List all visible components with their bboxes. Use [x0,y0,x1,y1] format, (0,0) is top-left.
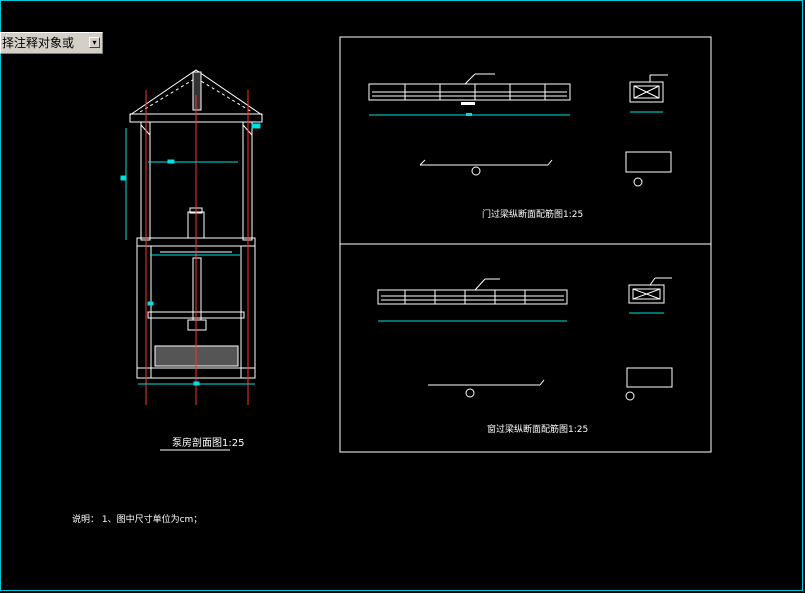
roof-inner-line [139,77,253,113]
door-stirrup-detail [625,151,672,187]
door-beam-section [629,74,668,103]
door-beam-title: 门过梁纵断面配筋图1:25 [482,208,583,220]
door-beam-label [461,102,475,105]
roof-chimney [192,71,202,111]
left-drawing-title: 泵房剖面图1:25 [172,436,244,449]
window-rebar-detail [428,379,545,398]
door-beam-dim-text [466,113,472,116]
dimension-lines [120,123,261,386]
window-beam-title: 窗过梁纵断面配筋图1:25 [487,423,588,435]
beam-drawing-frame [339,36,712,453]
prompt-text: 择注释对象或 [2,36,75,50]
door-rebar-detail [419,159,553,176]
drawing-note: 说明： 1、图中尺寸单位为cm； [72,513,202,525]
roof-outline [129,69,263,116]
dropdown-arrow-icon[interactable]: ▾ [89,37,100,48]
window-beam-elevation [377,278,568,305]
window-beam-section [628,277,672,304]
command-prompt[interactable]: 择注释对象或 ▾ [0,32,103,54]
door-beam-elevation [368,73,571,101]
window-stirrup-detail [625,367,673,401]
axis-lines [145,90,249,405]
pump-column [192,257,202,321]
pump-inlet [187,319,207,331]
